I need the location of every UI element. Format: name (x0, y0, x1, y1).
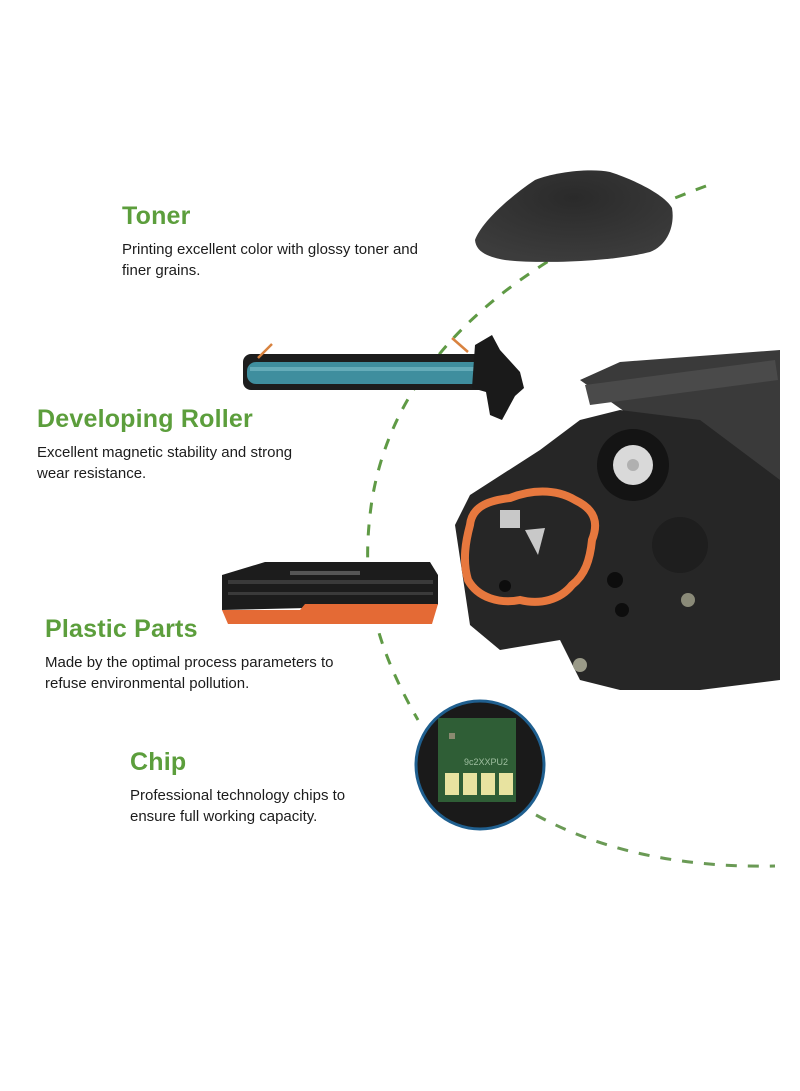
feature-title-toner: Toner (122, 202, 191, 230)
feature-desc-chip-line2: ensure full working capacity. (130, 808, 318, 825)
feature-desc-plastic-parts-line1: Made by the optimal process parameters t… (45, 654, 334, 671)
feature-desc-toner-line1: Printing excellent color with glossy ton… (122, 241, 418, 258)
chip-marking-label: 9c2XXPU2 (464, 757, 509, 767)
feature-desc-developing-roller-line1: Excellent magnetic stability and strong (37, 444, 293, 461)
feature-title-developing-roller: Developing Roller (37, 405, 253, 433)
feature-desc-plastic-parts-line2: refuse environmental pollution. (45, 675, 250, 692)
feature-desc-developing-roller-line2: wear resistance. (37, 465, 147, 482)
feature-desc-toner-line2: finer grains. (122, 262, 201, 279)
feature-title-chip: Chip (130, 748, 187, 776)
feature-desc-chip-line1: Professional technology chips to (130, 787, 346, 804)
feature-title-plastic-parts: Plastic Parts (45, 615, 198, 643)
